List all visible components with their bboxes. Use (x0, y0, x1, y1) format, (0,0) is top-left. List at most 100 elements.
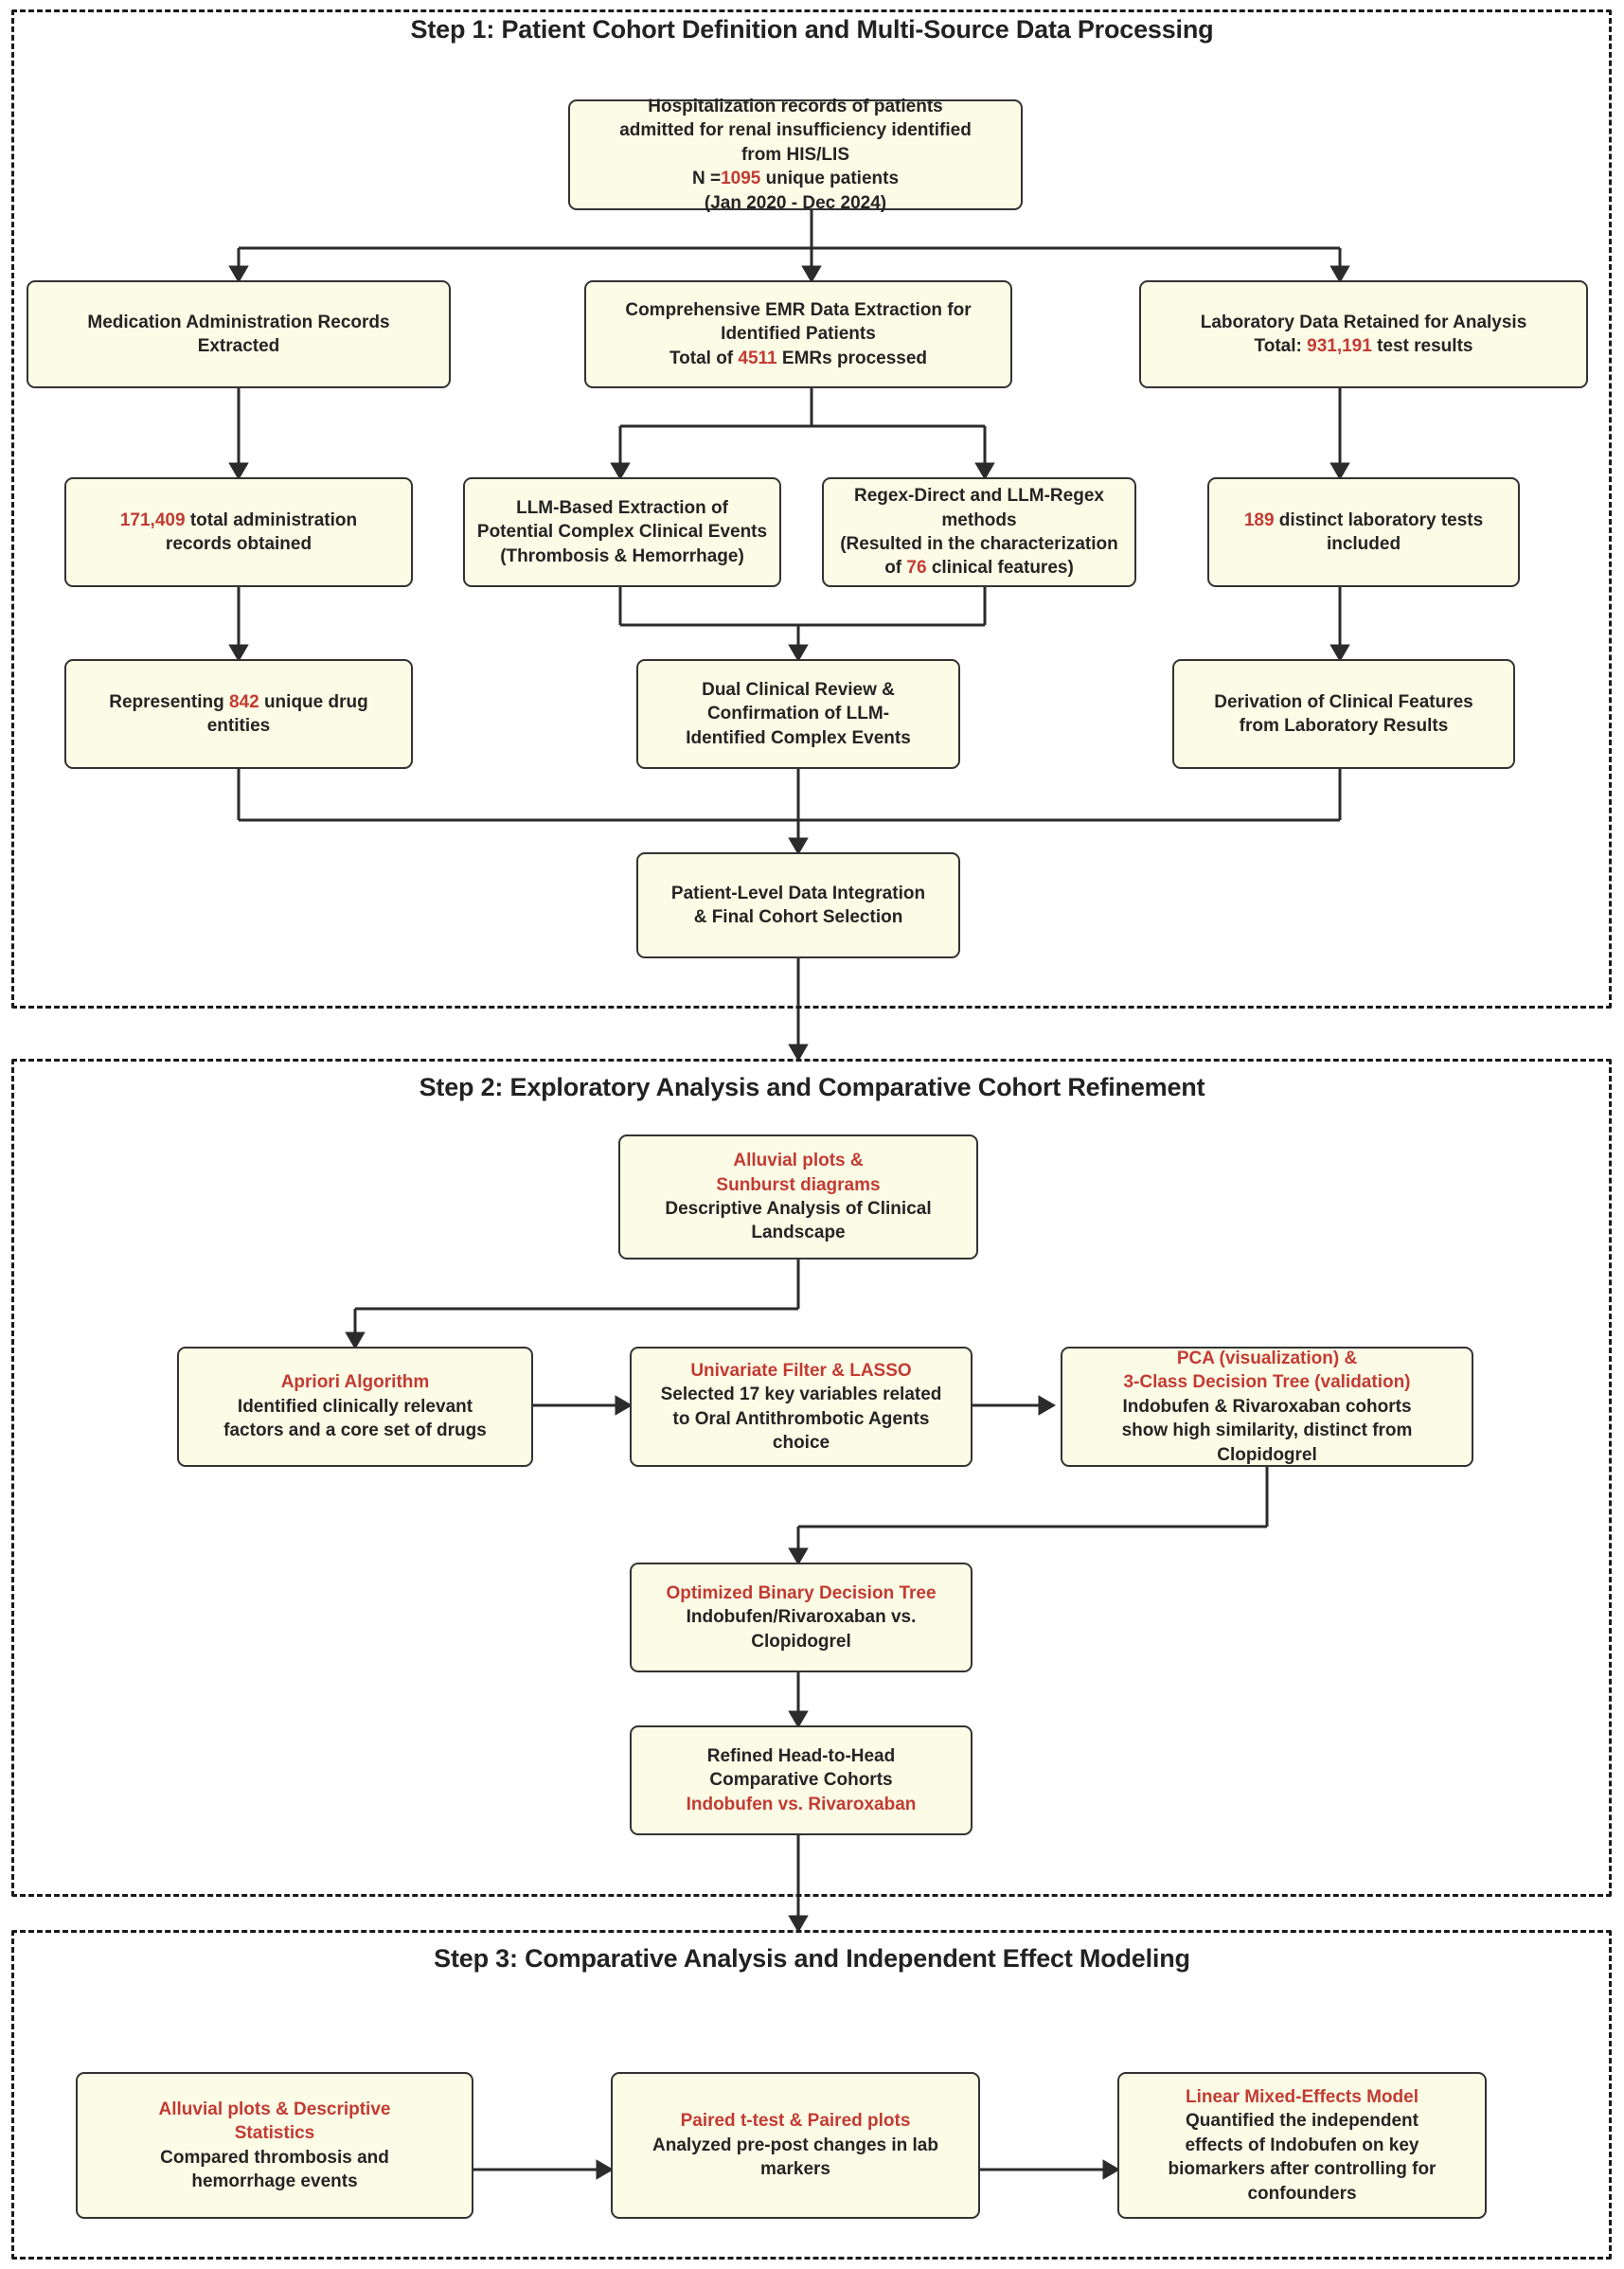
node-refined-cohorts: Refined Head-to-Head Comparative Cohorts… (630, 1725, 973, 1835)
s3-lmm-line-2: effects of Indobufen on key (1185, 2135, 1419, 2155)
s2-alluvial-line-1: Descriptive Analysis of Clinical (665, 1199, 932, 1219)
s2-tree-red-1: Optimized Binary Decision Tree (666, 1582, 937, 1603)
step-2-panel (11, 1059, 1612, 1897)
lab-total-suffix: test results (1371, 336, 1473, 356)
node-distinct-tests: 189 distinct laboratory tests included (1207, 477, 1520, 587)
emr-total-prefix: Total of (669, 348, 739, 368)
source-date-range: (Jan 2020 - Dec 2024) (704, 192, 887, 213)
s2-pca-line-1: Indobufen & Rivaroxaban cohorts (1122, 1396, 1412, 1417)
step-1-panel (11, 9, 1612, 1009)
node-emr-extraction: Comprehensive EMR Data Extraction for Id… (584, 280, 1012, 388)
s2-apriori-red-1: Apriori Algorithm (280, 1372, 430, 1393)
med-line-1: Medication Administration Records (87, 312, 390, 332)
node-patient-level-integration: Patient-Level Data Integration & Final C… (636, 852, 960, 958)
s2-apriori-line-1: Identified clinically relevant (237, 1396, 473, 1417)
lab-total-value: 931,191 (1307, 336, 1372, 356)
step-1-title: Step 1: Patient Cohort Definition and Mu… (410, 15, 1214, 44)
emr-line-1: Comprehensive EMR Data Extraction for (625, 299, 972, 320)
integration-line-1: Patient-Level Data Integration (670, 883, 926, 903)
deriv-line-1: Derivation of Clinical Features (1214, 691, 1473, 712)
deriv-line-2: from Laboratory Results (1239, 716, 1449, 736)
s3-alluvial-line-1: Compared thrombosis and (160, 2147, 389, 2168)
node-feature-derivation: Derivation of Clinical Features from Lab… (1172, 659, 1515, 769)
dual-line-2: Confirmation of LLM- (706, 704, 890, 724)
llm-line-3: (Thrombosis & Hemorrhage) (500, 545, 744, 566)
source-n-prefix: N = (691, 169, 722, 189)
s2-alluvial-red-2: Sunburst diagrams (716, 1174, 881, 1195)
step-3-title: Step 3: Comparative Analysis and Indepen… (434, 1944, 1190, 1973)
s2-tree-line-2: Clopidogrel (751, 1631, 851, 1652)
med-line-2: Extracted (197, 336, 280, 356)
dual-line-1: Dual Clinical Review & (702, 679, 895, 700)
node-source-records: Hospitalization records of patients admi… (568, 96, 1023, 213)
s2-pca-line-3: Clopidogrel (1217, 1444, 1317, 1465)
regex-features-suffix: clinical features) (926, 558, 1074, 579)
s3-lmm-line-4: confounders (1247, 2183, 1357, 2204)
s3-lmm-line-3: biomarkers after controlling for (1168, 2159, 1437, 2180)
source-n-suffix: unique patients (760, 169, 900, 189)
node-medication-records: Medication Administration Records Extrac… (27, 280, 451, 388)
node-pca-decision-tree: PCA (visualization) & 3-Class Decision T… (1061, 1347, 1473, 1467)
source-line-3: from HIS/LIS (741, 144, 849, 165)
source-n-value: 1095 (721, 169, 761, 189)
s2-lasso-line-2: to Oral Antithrombotic Agents (672, 1408, 930, 1429)
node-dual-clinical-review: Dual Clinical Review & Confirmation of L… (636, 659, 960, 769)
dual-line-3: Identified Complex Events (686, 727, 911, 748)
regex-line-1: Regex-Direct and LLM-Regex (854, 486, 1104, 507)
node-llm-extraction: LLM-Based Extraction of Potential Comple… (463, 477, 781, 587)
integration-line-2: & Final Cohort Selection (693, 907, 903, 927)
node-apriori-algorithm: Apriori Algorithm Identified clinically … (177, 1347, 533, 1467)
source-line-1: Hospitalization records of patients (648, 96, 943, 116)
node-laboratory-data: Laboratory Data Retained for Analysis To… (1139, 280, 1588, 388)
s3-alluvial-red-2: Statistics (234, 2123, 315, 2144)
s2-lasso-red-1: Univariate Filter & LASSO (690, 1360, 912, 1381)
step-3-panel (11, 1930, 1612, 2260)
s2-lasso-line-3: choice (772, 1432, 830, 1453)
s2-pca-line-2: show high similarity, distinct from (1121, 1420, 1413, 1441)
s3-alluvial-red-1: Alluvial plots & Descriptive (158, 2099, 391, 2119)
admin-line-2: records obtained (165, 534, 312, 554)
node-alluvial-sunburst: Alluvial plots & Sunburst diagrams Descr… (618, 1134, 978, 1260)
lab-total-prefix: Total: (1254, 336, 1308, 356)
regex-features-prefix: of (884, 558, 907, 579)
s3-lmm-red-1: Linear Mixed-Effects Model (1186, 2086, 1419, 2107)
node-binary-decision-tree: Optimized Binary Decision Tree Indobufen… (630, 1563, 973, 1672)
regex-features-value: 76 (906, 558, 927, 579)
s2-refined-line-1: Refined Head-to-Head (706, 1745, 896, 1766)
s2-refined-red-1: Indobufen vs. Rivaroxaban (686, 1794, 917, 1814)
node-administration-records: 171,409 total administration records obt… (64, 477, 413, 587)
s2-pca-red-1: PCA (visualization) & (1176, 1348, 1358, 1368)
node-linear-mixed-effects: Linear Mixed-Effects Model Quantified th… (1117, 2072, 1487, 2219)
drugs-line-2: entities (206, 716, 271, 736)
regex-line-2: methods (941, 509, 1017, 530)
s3-ttest-line-1: Analyzed pre-post changes in lab (652, 2135, 938, 2155)
node-paired-ttest: Paired t-test & Paired plots Analyzed pr… (611, 2072, 980, 2219)
s3-ttest-red-1: Paired t-test & Paired plots (680, 2111, 911, 2132)
tests-line-2: included (1326, 534, 1401, 554)
node-univariate-lasso: Univariate Filter & LASSO Selected 17 ke… (630, 1347, 973, 1467)
emr-total-value: 4511 (738, 348, 777, 368)
s2-lasso-line-1: Selected 17 key variables related (660, 1385, 942, 1405)
emr-total-suffix: EMRs processed (776, 348, 928, 368)
llm-line-1: LLM-Based Extraction of (516, 497, 728, 518)
tests-count-suffix: distinct laboratory tests (1274, 509, 1484, 530)
s3-lmm-line-1: Quantified the independent (1186, 2111, 1419, 2132)
step-2-title: Step 2: Exploratory Analysis and Compara… (419, 1073, 1205, 1101)
s3-alluvial-line-2: hemorrhage events (191, 2171, 358, 2191)
drugs-count-value: 842 (228, 691, 259, 712)
llm-line-2: Potential Complex Clinical Events (476, 522, 768, 543)
s2-alluvial-line-2: Landscape (751, 1223, 846, 1243)
admin-count-value: 171,409 (119, 509, 186, 530)
emr-line-2: Identified Patients (721, 324, 876, 345)
s3-ttest-line-2: markers (760, 2159, 830, 2180)
admin-count-suffix: total administration (185, 509, 358, 530)
lab-line-1: Laboratory Data Retained for Analysis (1200, 312, 1527, 332)
s2-tree-line-1: Indobufen/Rivaroxaban vs. (686, 1607, 917, 1628)
node-unique-drugs: Representing 842 unique drug entities (64, 659, 413, 769)
tests-count-value: 189 (1243, 509, 1275, 530)
s2-apriori-line-2: factors and a core set of drugs (223, 1420, 487, 1441)
s2-refined-line-2: Comparative Cohorts (709, 1770, 893, 1791)
drugs-prefix: Representing (109, 691, 229, 712)
s2-alluvial-red-1: Alluvial plots & (733, 1151, 864, 1171)
